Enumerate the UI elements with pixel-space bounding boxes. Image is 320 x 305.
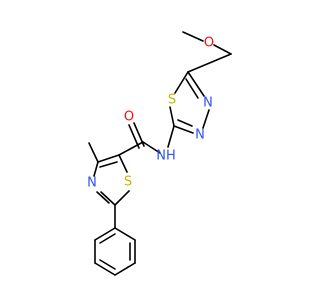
bond-c2-nh [167, 125, 175, 148]
bond-c5-s [174, 71, 189, 94]
bond-ph-1-2 [114, 227, 136, 241]
atom-labels: O S N N O NH S N [87, 36, 214, 191]
thiazole-sulfur-label: S [124, 175, 132, 190]
bond-s-c2 [169, 106, 175, 127]
bond-nh-carbonyl [142, 141, 161, 154]
bond-ph-3-4 [114, 262, 136, 276]
bond-n3-n4 [202, 109, 210, 129]
thiazole-nitrogen-label: N [87, 176, 97, 191]
structure-svg: O S N N O NH S N [0, 0, 300, 300]
bond-c2-n3t-double [96, 191, 110, 204]
thiadiazole-n4-label: N [203, 96, 213, 111]
bond-c5-c4 [97, 154, 120, 163]
bond-ph-4-5-double [99, 259, 116, 270]
bond-carbonyl-c5 [118, 141, 144, 156]
bond-c5-c4-double [99, 161, 118, 168]
bond-c5-s1 [118, 154, 128, 173]
molecule-drawing: O S N N O NH S N [0, 0, 300, 300]
amide-oxygen-label: O [124, 110, 134, 125]
bond-c4-methyl [88, 142, 99, 163]
bonds [88, 31, 232, 276]
background [0, 0, 300, 300]
bond-n3t-c4 [93, 161, 99, 177]
thiadiazole-sulfur-label: S [168, 93, 176, 108]
bond-n4-c5 [187, 71, 205, 97]
bond-ch2-c5 [187, 53, 232, 73]
bond-ph-6-1-double [99, 233, 116, 244]
bond-ph-4-5 [94, 262, 116, 276]
bond-ch3-o [182, 31, 204, 42]
bond-n4-c5-double [185, 78, 199, 99]
bond-c2-n3-double [177, 119, 193, 127]
methoxy-oxygen-label: O [204, 36, 214, 51]
bond-o-ch2 [213, 44, 232, 55]
thiadiazole-n3-label: N [195, 128, 205, 143]
bond-ph-6-1 [94, 227, 116, 241]
bond-c2-n3 [173, 125, 194, 134]
bond-s1-c2 [114, 190, 130, 206]
bond-c2-n3t [100, 191, 116, 206]
amide-nh-label: NH [156, 149, 176, 164]
